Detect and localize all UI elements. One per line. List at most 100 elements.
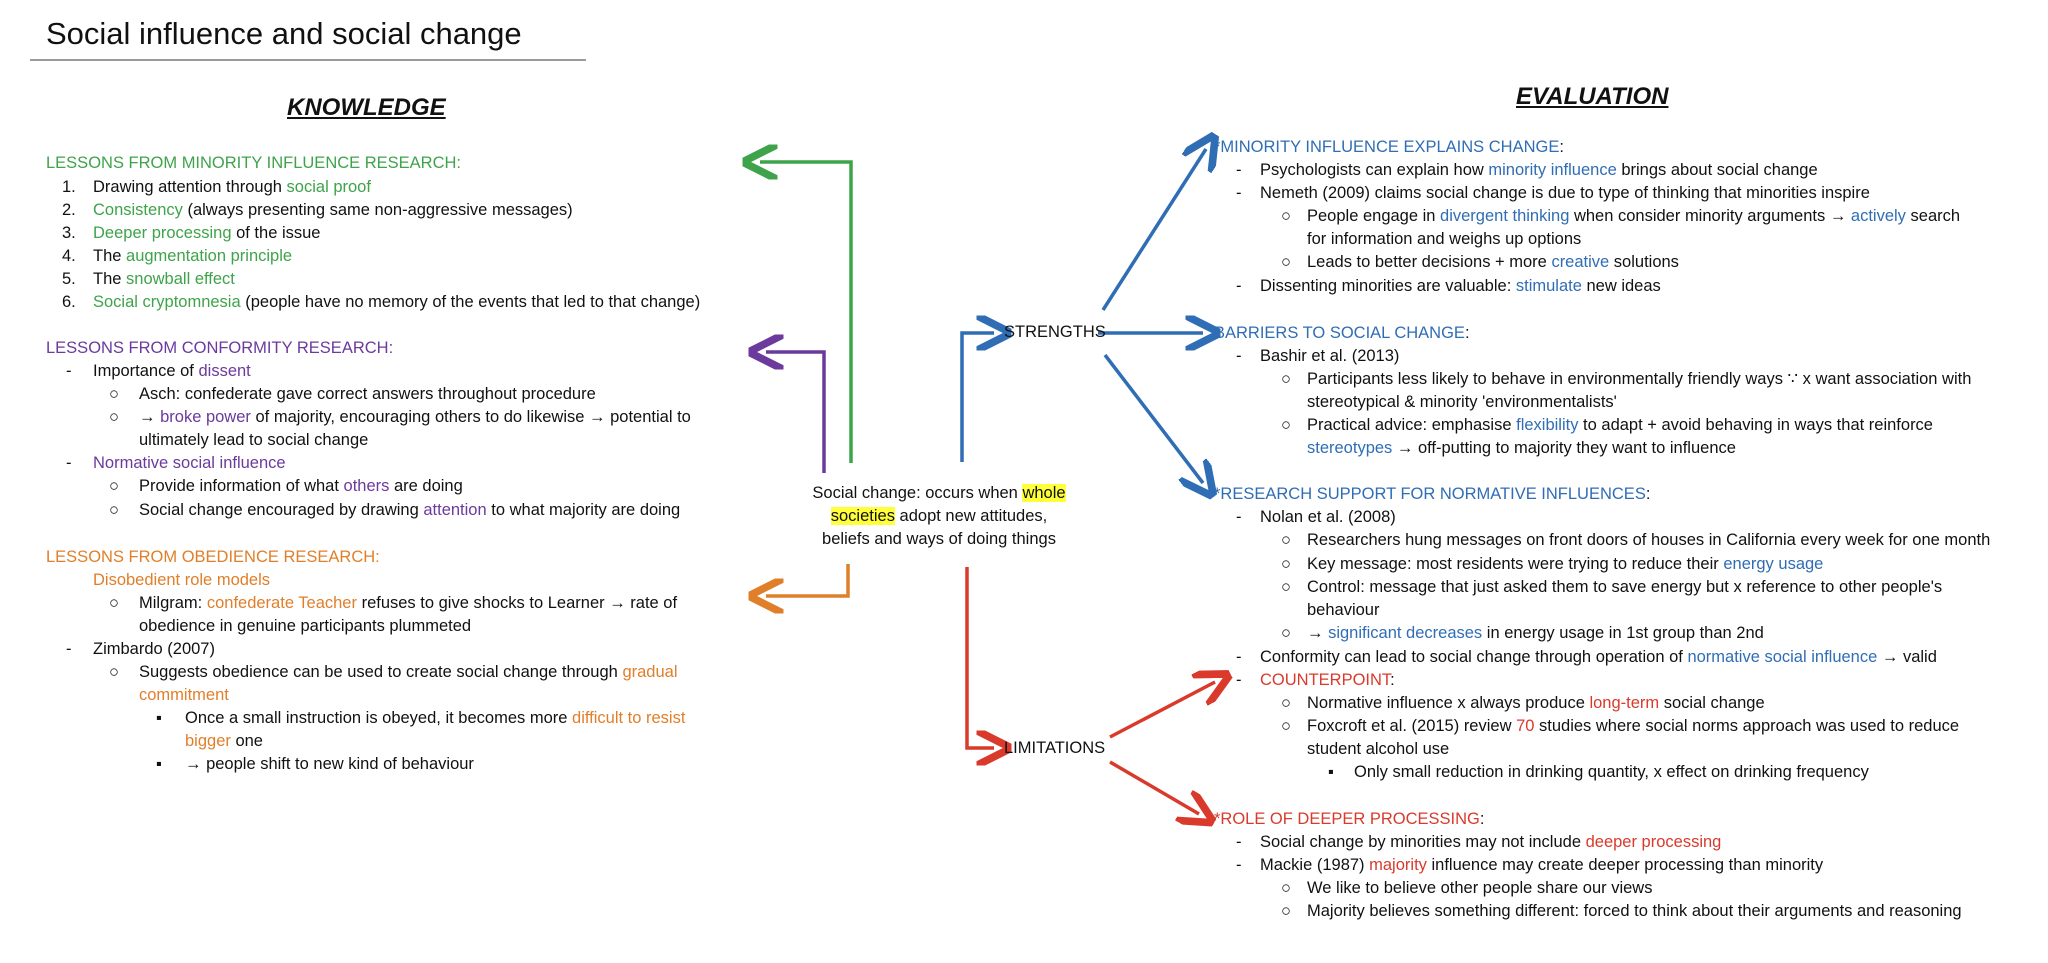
square-bullet: ▪ bbox=[156, 755, 162, 773]
dash-bullet: - bbox=[66, 362, 72, 380]
role-models-line: Disobedient role models bbox=[93, 571, 271, 589]
minority-line-1: Psychologists can explain how minority i… bbox=[1260, 161, 1818, 179]
arrow-to-strengths bbox=[960, 333, 994, 462]
control-line-2: behaviour bbox=[1307, 601, 1380, 619]
list-item: 2. bbox=[62, 201, 76, 219]
dash-bullet: - bbox=[1236, 648, 1242, 666]
obedience-heading: LESSONS FROM OBEDIENCE RESEARCH: bbox=[46, 548, 380, 566]
circle-bullet: ○ bbox=[109, 663, 119, 681]
knowledge-heading: KNOWLEDGE bbox=[287, 94, 446, 121]
center-line-3: beliefs and ways of doing things bbox=[822, 530, 1056, 548]
nolan-line: Nolan et al. (2008) bbox=[1260, 508, 1396, 526]
encouraged-line: Social change encouraged by drawing atte… bbox=[139, 501, 681, 519]
reduction-line: Only small reduction in drinking quantit… bbox=[1354, 763, 1869, 781]
bashir-line: Bashir et al. (2013) bbox=[1260, 347, 1400, 365]
arrow-strengths-to-minority bbox=[1101, 149, 1206, 311]
dash-bullet: - bbox=[66, 454, 72, 472]
dash-bullet: - bbox=[1236, 184, 1242, 202]
foxcroft-line: Foxcroft et al. (2015) review 70 studies… bbox=[1307, 717, 1960, 735]
center-line-1: Social change: occurs when whole bbox=[812, 484, 1066, 502]
circle-bullet: ○ bbox=[1281, 578, 1291, 596]
suggests-line: Suggests obedience can be used to create… bbox=[139, 663, 678, 681]
dissenting-line: Dissenting minorities are valuable: stim… bbox=[1260, 277, 1661, 295]
conformity-heading: LESSONS FROM CONFORMITY RESEARCH: bbox=[46, 339, 394, 357]
deeper-line-1: Social change by minorities may not incl… bbox=[1260, 833, 1722, 851]
dash-bullet: - bbox=[1236, 671, 1242, 689]
list-item: 3. bbox=[62, 224, 76, 242]
list-item-text: The snowball effect bbox=[93, 270, 235, 288]
conformity-line: Conformity can lead to social change thr… bbox=[1260, 648, 1937, 666]
participants-line-2: stereotypical & minority 'environmentali… bbox=[1307, 393, 1617, 411]
researchers-line: Researchers hung messages on front doors… bbox=[1307, 531, 1991, 549]
circle-bullet: ○ bbox=[1281, 416, 1291, 434]
dash-bullet: - bbox=[66, 640, 72, 658]
circle-bullet: ○ bbox=[109, 385, 119, 403]
nemeth-line: Nemeth (2009) claims social change is du… bbox=[1260, 184, 1870, 202]
arrow-to-obedience bbox=[766, 564, 850, 596]
circle-bullet: ○ bbox=[1281, 717, 1291, 735]
circle-bullet: ○ bbox=[1281, 902, 1291, 920]
creative-line: Leads to better decisions + more creativ… bbox=[1307, 253, 1679, 271]
key-message-line: Key message: most residents were trying … bbox=[1307, 555, 1824, 573]
mackie-line: Mackie (1987) majority influence may cre… bbox=[1260, 856, 1824, 874]
dash-bullet: - bbox=[1236, 161, 1242, 179]
broke-power-line-2: ultimately lead to social change bbox=[139, 431, 369, 449]
circle-bullet: ○ bbox=[109, 408, 119, 426]
list-item: 5. bbox=[62, 270, 76, 288]
once-line-2: bigger one bbox=[185, 732, 263, 750]
dissent-line: Importance of dissent bbox=[93, 362, 251, 380]
dash-bullet: - bbox=[1236, 833, 1242, 851]
practical-line-2: stereotypes → off-putting to majority th… bbox=[1307, 439, 1736, 457]
title-underline bbox=[30, 59, 586, 61]
dash-bullet: - bbox=[1236, 508, 1242, 526]
minority-change-heading: *MINORITY INFLUENCE EXPLAINS CHANGE: bbox=[1214, 138, 1564, 156]
list-item-text: Social cryptomnesia (people have no memo… bbox=[93, 293, 701, 311]
divergent-line-2: for information and weighs up options bbox=[1307, 230, 1582, 248]
counterpoint-line: COUNTERPOINT: bbox=[1260, 671, 1395, 689]
arrow-to-limitations bbox=[965, 567, 994, 748]
evaluation-heading: EVALUATION bbox=[1516, 83, 1669, 110]
shift-line: → people shift to new kind of behaviour bbox=[185, 755, 474, 773]
list-item: 4. bbox=[62, 247, 76, 265]
circle-bullet: ○ bbox=[1281, 207, 1291, 225]
strengths-label: STRENGTHS bbox=[1004, 323, 1106, 341]
square-bullet: ▪ bbox=[156, 709, 162, 727]
list-item-text: Deeper processing of the issue bbox=[93, 224, 321, 242]
milgram-line-2: obedience in genuine participants plumme… bbox=[139, 617, 472, 635]
circle-bullet: ○ bbox=[109, 594, 119, 612]
provide-line: Provide information of what others are d… bbox=[139, 477, 463, 495]
divergent-line: People engage in divergent thinking when… bbox=[1307, 207, 1961, 225]
participants-line: Participants less likely to behave in en… bbox=[1307, 370, 1972, 388]
nsi-line: Normative social influence bbox=[93, 454, 286, 472]
circle-bullet: ○ bbox=[1281, 624, 1291, 642]
once-line: Once a small instruction is obeyed, it b… bbox=[185, 709, 686, 727]
circle-bullet: ○ bbox=[1281, 879, 1291, 897]
arrow-strengths-to-research bbox=[1103, 353, 1203, 483]
decreases-line: → significant decreases in energy usage … bbox=[1307, 624, 1764, 642]
arrow-limitations-to-deeper bbox=[1109, 760, 1199, 814]
circle-bullet: ○ bbox=[1281, 531, 1291, 549]
page-title: Social influence and social change bbox=[46, 16, 522, 51]
list-item: 6. bbox=[62, 293, 76, 311]
arrow-to-minority bbox=[760, 162, 853, 463]
circle-bullet: ○ bbox=[1281, 694, 1291, 712]
believe-line: We like to believe other people share ou… bbox=[1307, 879, 1653, 897]
list-item-text: Drawing attention through social proof bbox=[93, 178, 371, 196]
center-line-2: societies adopt new attitudes, bbox=[830, 507, 1048, 525]
circle-bullet: ○ bbox=[109, 477, 119, 495]
deeper-heading: *ROLE OF DEEPER PROCESSING: bbox=[1214, 810, 1485, 828]
circle-bullet: ○ bbox=[1281, 253, 1291, 271]
list-item-text: Consistency (always presenting same non-… bbox=[93, 201, 573, 219]
minority-heading: LESSONS FROM MINORITY INFLUENCE RESEARCH… bbox=[46, 154, 462, 172]
milgram-line: Milgram: confederate Teacher refuses to … bbox=[139, 594, 678, 612]
broke-power-line: → broke power of majority, encouraging o… bbox=[139, 408, 691, 426]
circle-bullet: ○ bbox=[109, 501, 119, 519]
arrow-limitations-to-counterpoint bbox=[1109, 682, 1215, 739]
limitations-label: LIMITATIONS bbox=[1004, 739, 1106, 757]
asch-line: Asch: confederate gave correct answers t… bbox=[139, 385, 596, 403]
dash-bullet: - bbox=[1236, 856, 1242, 874]
control-line: Control: message that just asked them to… bbox=[1307, 578, 1943, 596]
list-item-text: The augmentation principle bbox=[93, 247, 293, 265]
dash-bullet: - bbox=[1236, 277, 1242, 295]
